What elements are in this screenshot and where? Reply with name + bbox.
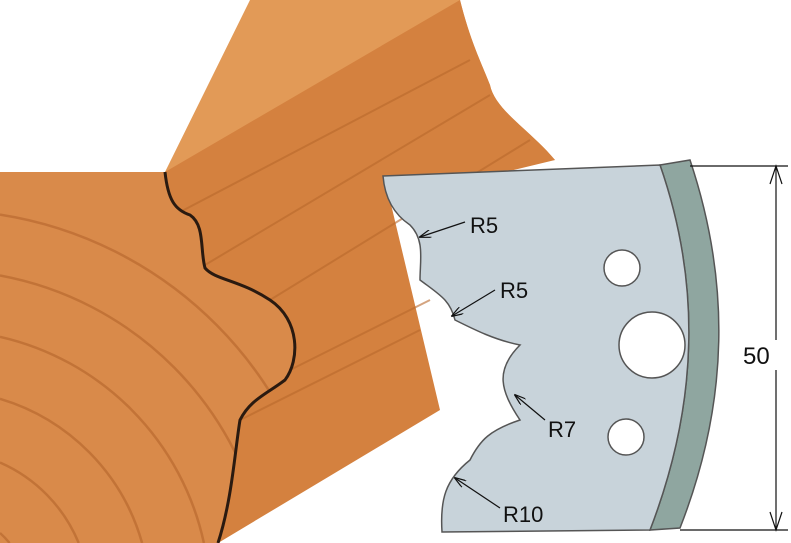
r10-arrow [455,478,501,509]
label-r5-top: R5 [470,213,498,238]
r5-mid-arrow [452,289,496,316]
r7-arrow [515,395,546,421]
label-r7: R7 [548,417,576,442]
label-r10: R10 [503,502,543,527]
r5-top-arrow [420,221,466,237]
molding-grain-lines [179,59,531,421]
dimension-line [680,164,788,532]
dimension-label: 50 [743,343,770,370]
knife-hole-top [603,249,641,287]
knife-hole-center [618,311,686,379]
wood-profile-outline [163,171,297,543]
dimension-label-background [745,340,777,370]
label-r5-middle: R5 [500,278,528,303]
wood-molding-side [165,0,555,543]
knife-hole-bottom [607,418,645,456]
